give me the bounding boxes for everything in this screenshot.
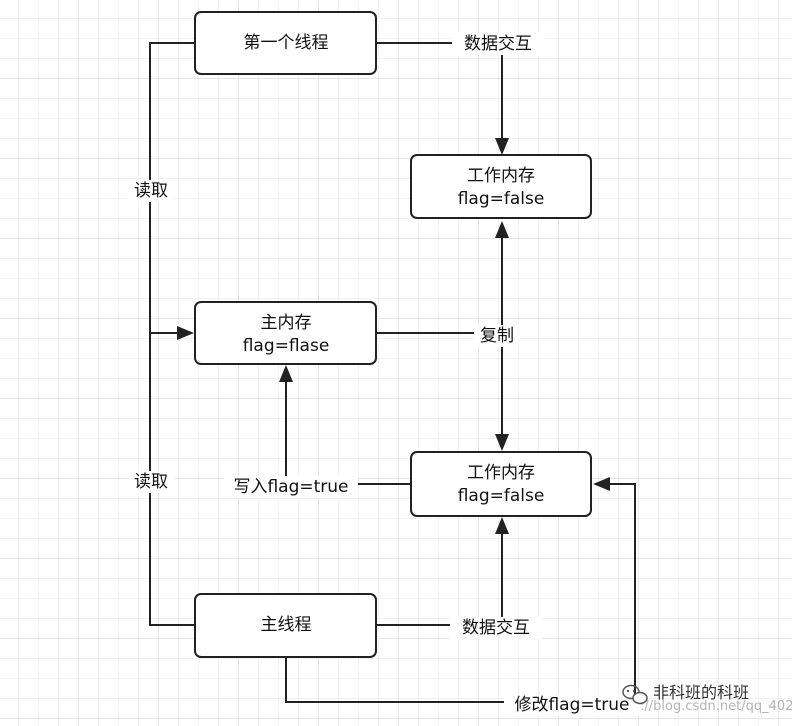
arrowheads [177, 138, 610, 534]
edge-work-mem-bottom-write-main-memory [285, 378, 410, 485]
label-data-exchange-bottom-text: 数据交互 [462, 618, 530, 638]
work-memory-bottom-title: 工作内存 [467, 463, 535, 483]
work-memory-top-title: 工作内存 [467, 166, 535, 186]
arrowhead-down-to-work-mem-top [495, 138, 509, 155]
first-thread-box: 第一个线程 [194, 11, 377, 75]
label-data-exchange-top-text: 数据交互 [464, 34, 532, 54]
work-memory-top-box: 工作内存 flag=false [410, 154, 592, 219]
label-copy: 复制 [474, 325, 520, 347]
watermark-url: ://blog.csdn.net/qq_40255017 [640, 699, 792, 714]
main-memory-box: 主内存 flag=flase [194, 301, 377, 365]
nodes: 第一个线程 工作内存 flag=false 主内存 flag=flase 工作内… [194, 11, 592, 658]
main-thread-box: 主线程 [194, 593, 377, 658]
main-memory-flag: flag=flase [243, 336, 330, 356]
label-read-bottom: 读取 [128, 471, 174, 493]
main-memory-title: 主内存 [261, 313, 312, 333]
edge-first-thread-to-work-mem-top [377, 42, 503, 143]
work-memory-bottom-box: 工作内存 flag=false [410, 451, 592, 517]
wechat-icon [622, 684, 648, 705]
label-modify-flag-text: 修改flag=true [514, 695, 629, 715]
watermark-account: 非科班的科班 [653, 683, 749, 702]
arrowhead-down-to-work-mem-bottom [495, 434, 509, 451]
label-copy-text: 复制 [480, 326, 514, 346]
edge-labels: 数据交互 读取 复制 读取 写入flag=true 数据交互 修改flag=tr… [128, 33, 640, 716]
label-read-top: 读取 [128, 180, 174, 202]
watermark: ://blog.csdn.net/qq_40255017 非科班的科班 [622, 683, 792, 714]
label-write-flag: 写入flag=true [224, 476, 358, 498]
label-modify-flag: 修改flag=true [504, 694, 640, 716]
arrowhead-up-to-main-memory [279, 365, 293, 382]
label-read-top-text: 读取 [134, 181, 168, 201]
work-memory-top-flag: flag=false [458, 189, 545, 209]
edge-main-thread-read-main-memory [149, 333, 194, 626]
arrowhead-left-to-work-mem-bottom [593, 477, 610, 491]
label-read-bottom-text: 读取 [134, 472, 168, 492]
work-memory-bottom-flag: flag=false [458, 486, 545, 506]
arrowhead-right-to-main-memory [177, 326, 194, 340]
arrowhead-up-to-work-mem-top [495, 221, 509, 238]
label-data-exchange-top: 数据交互 [452, 33, 544, 55]
label-write-flag-text: 写入flag=true [233, 477, 348, 497]
arrowhead-up-to-work-mem-bottom [495, 517, 509, 534]
label-data-exchange-bottom: 数据交互 [450, 617, 542, 639]
first-thread-label: 第一个线程 [244, 33, 329, 53]
edge-main-thread-to-work-mem-bottom [377, 530, 503, 626]
main-thread-label: 主线程 [261, 615, 312, 635]
